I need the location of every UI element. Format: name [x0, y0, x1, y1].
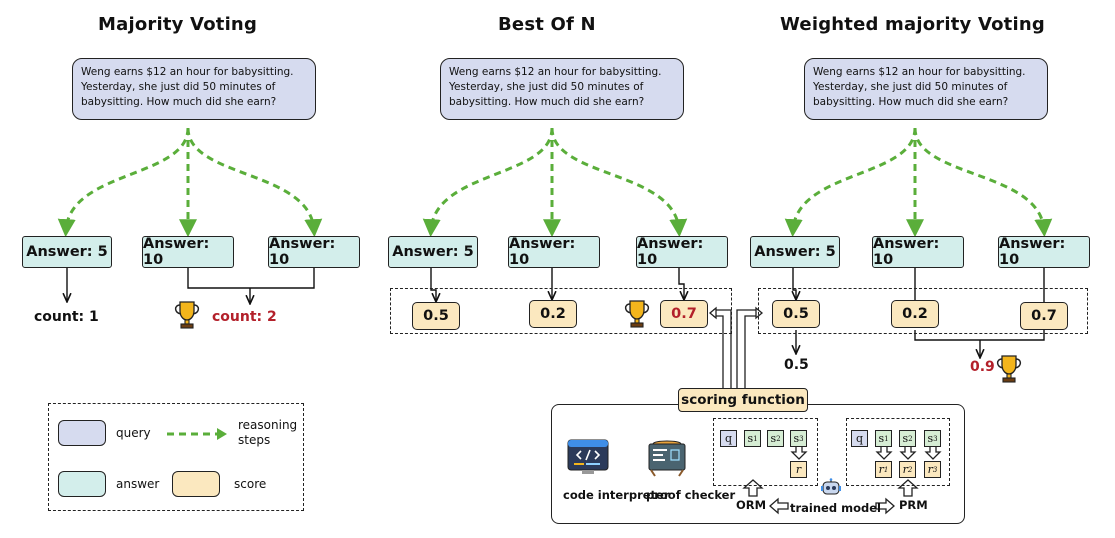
orm-label: ORM: [736, 498, 767, 512]
code-interpreter-icon: [567, 439, 609, 474]
legend-label-query: query: [116, 426, 151, 440]
proof-checker-label: proof checker: [646, 488, 736, 502]
query-box-majority: Weng earns $12 an hour for babysitting. …: [72, 58, 316, 120]
trophy-icon: [996, 355, 1022, 383]
title-majority-voting: Majority Voting: [98, 14, 258, 35]
token-q: q: [720, 430, 737, 447]
legend-label-answer: answer: [116, 477, 160, 491]
query-box-weighted: Weng earns $12 an hour for babysitting. …: [804, 58, 1048, 120]
reasoning-arrows-weighted: [784, 127, 1053, 238]
score-box-best: 0.7: [660, 300, 708, 328]
count-lines-majority: [67, 268, 315, 302]
prm-label: PRM: [899, 498, 928, 512]
score-box: 0.2: [529, 300, 577, 328]
robot-icon: [821, 478, 841, 495]
answer-box: Answer: 10: [998, 236, 1090, 268]
answer-box: Answer: 10: [142, 236, 234, 268]
prm-box: [846, 418, 950, 486]
trained-model-label: trained model: [790, 501, 881, 515]
orm-box: [713, 418, 818, 486]
legend-reasoning-arrow: [167, 428, 227, 440]
trophy-icon: [174, 301, 200, 329]
answer-box: Answer: 10: [508, 236, 600, 268]
answer-box: Answer: 10: [268, 236, 360, 268]
scoring-hollow-arrows: [742, 445, 942, 515]
count-label-1: count: 1: [34, 309, 99, 325]
reasoning-arrows-majority: [57, 127, 323, 238]
answer-box: Answer: 5: [388, 236, 478, 268]
answer-box: Answer: 10: [872, 236, 964, 268]
query-box-bestofn: Weng earns $12 an hour for babysitting. …: [440, 58, 684, 120]
weighted-result-high: 0.9: [970, 359, 995, 375]
reasoning-arrows-bestofn: [422, 127, 688, 238]
score-row-weighted: [758, 288, 1088, 334]
weighted-result-low: 0.5: [784, 357, 809, 373]
score-lines-bestofn: [430, 268, 684, 300]
title-weighted-majority-voting: Weighted majority Voting: [780, 14, 1045, 35]
code-interpreter-label: code interpreter: [563, 488, 670, 502]
legend-swatch-query: [58, 420, 106, 446]
answer-box: Answer: 5: [750, 236, 840, 268]
count-label-2: count: 2: [212, 309, 277, 325]
score-box: 0.5: [412, 302, 460, 330]
title-best-of-n: Best Of N: [498, 14, 596, 35]
token-r: r: [790, 461, 807, 478]
legend-swatch-answer: [58, 471, 106, 497]
answer-box: Answer: 5: [22, 236, 112, 268]
answer-box: Answer: 10: [636, 236, 728, 268]
legend-label-score: score: [234, 477, 267, 491]
score-row-bestofn: [390, 288, 732, 334]
token-q: q: [851, 430, 868, 447]
legend-label-reasoning: reasoning steps: [238, 418, 298, 447]
score-box: 0.2: [891, 300, 939, 328]
scoring-connectors: [708, 306, 764, 390]
score-box: 0.5: [772, 300, 820, 328]
proof-checker-icon: [648, 440, 686, 477]
legend-swatch-score: [172, 471, 220, 497]
scoring-function-label: scoring function: [678, 388, 808, 412]
score-box: 0.7: [1020, 302, 1068, 330]
score-lines-weighted: [793, 268, 1045, 356]
legend: [48, 403, 304, 511]
trophy-icon: [624, 300, 650, 328]
